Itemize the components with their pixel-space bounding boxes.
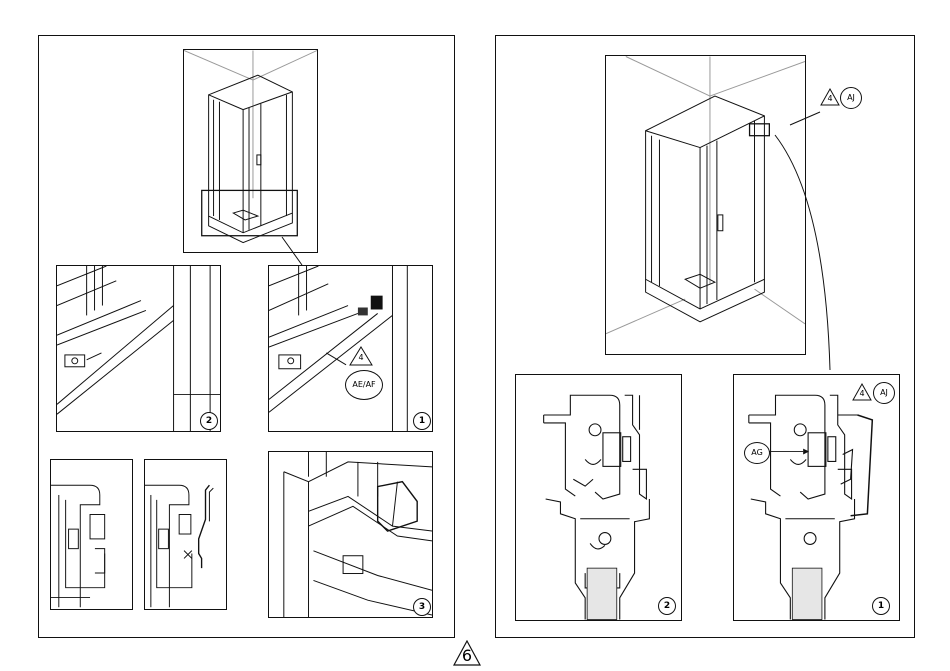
- profile-drawing: [734, 375, 899, 620]
- step-badge-1: 1: [413, 412, 431, 430]
- detail-drawing: [57, 266, 220, 431]
- step-badge-2: 2: [200, 412, 218, 430]
- reference-triangle: 4: [349, 346, 373, 366]
- detail-drawing: [269, 452, 432, 617]
- profile-detail-1-right: 4 AJ AG 1: [733, 374, 900, 621]
- detail-panel-1-left: 4 AE/AF 1: [268, 265, 433, 432]
- enclosure-drawing: [184, 50, 317, 252]
- step-badge-2: 2: [658, 597, 676, 615]
- reference-triangle-detail: 4: [852, 383, 872, 401]
- profile-label-ag: AG: [744, 442, 770, 464]
- detail-panel-2-left: 2: [56, 265, 221, 432]
- step-badge-3: 3: [413, 598, 431, 616]
- profile-detail-a-left: [50, 459, 133, 610]
- enclosure-overview-left: [183, 49, 318, 253]
- profile-detail-b-left: [144, 459, 227, 610]
- step-badge-1: 1: [872, 597, 890, 615]
- part-code-label: AE/AF: [345, 370, 383, 400]
- page-number: 6: [453, 640, 481, 666]
- detail-panel-3-left: 3: [268, 451, 433, 618]
- callout-line: [760, 100, 850, 390]
- profile-detail-2-right: 2: [515, 374, 682, 621]
- profile-drawing: [51, 460, 132, 609]
- profile-drawing: [145, 460, 226, 609]
- profile-drawing: [516, 375, 681, 620]
- part-code-label-detail: AJ: [873, 382, 895, 404]
